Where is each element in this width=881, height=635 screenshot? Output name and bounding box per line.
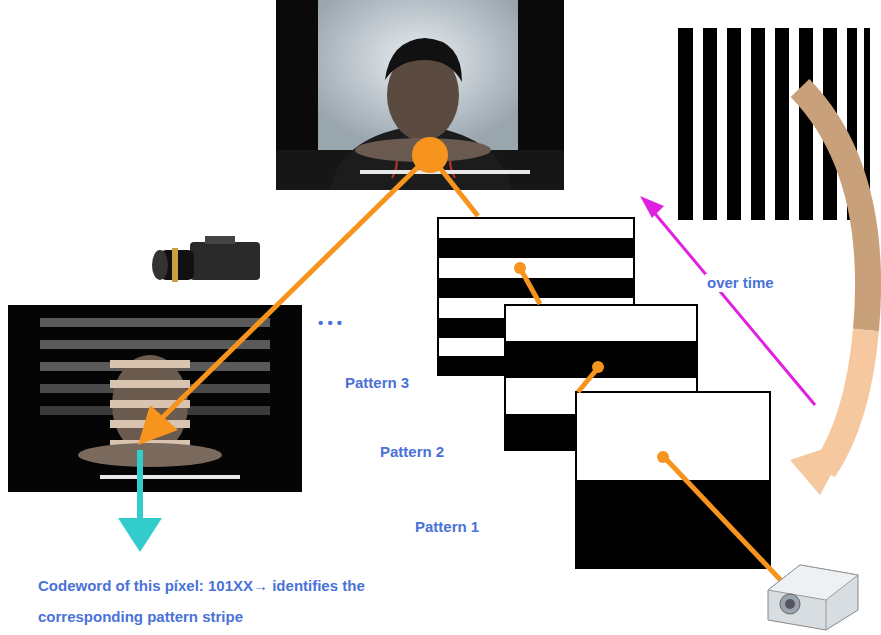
light-ray (160, 158, 790, 590)
projector-icon (768, 565, 858, 630)
ray-dot (592, 361, 604, 373)
time-label: over time (705, 274, 776, 292)
arrow-head (138, 405, 178, 445)
pattern-label: Pattern 3 (345, 374, 409, 392)
ellipsis-label: • • • (318, 314, 342, 332)
arrow-head (790, 440, 850, 495)
cyan-arrow (137, 450, 143, 520)
ray-dot (514, 262, 526, 274)
face-photo (276, 0, 564, 190)
pattern-label: Pattern 2 (380, 443, 444, 461)
ray-dot (412, 137, 448, 173)
striped-face-photo (8, 305, 302, 492)
camera-icon (152, 236, 260, 282)
codeword-note: Codeword of this píxel: 101XX→ identifie… (38, 570, 398, 632)
arrow-head (640, 196, 664, 218)
ray-dot (657, 451, 669, 463)
arrow-head (118, 518, 162, 552)
pattern-label: Pattern 1 (415, 518, 479, 536)
over-time-arrow (800, 88, 868, 330)
